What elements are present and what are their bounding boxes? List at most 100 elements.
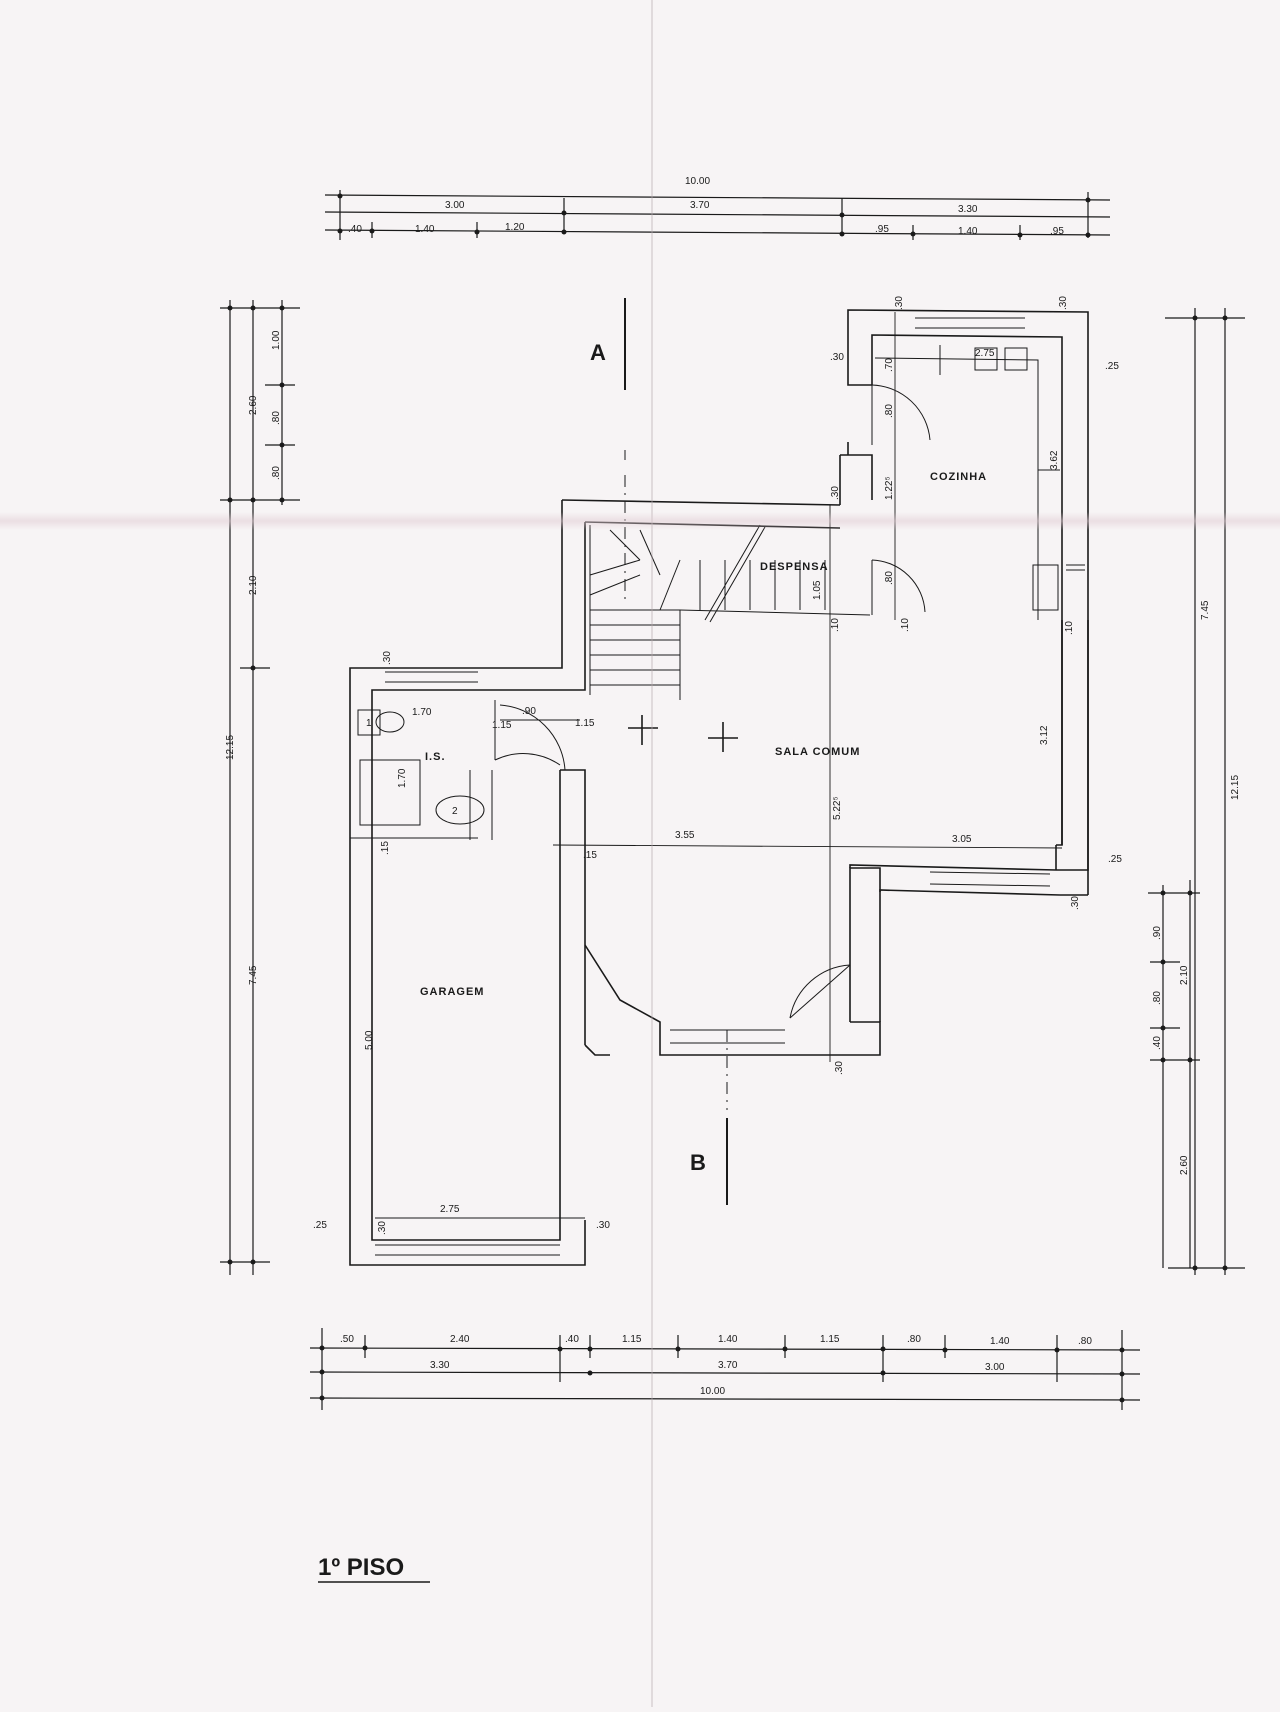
dim-right-1215: 12.15 xyxy=(1230,775,1241,800)
dim-bot-370: 3.70 xyxy=(718,1360,738,1371)
dim-bot-9: .80 xyxy=(1078,1336,1092,1347)
dim-s-115b: 1.15 xyxy=(575,718,595,729)
dim-top-d2: 1.40 xyxy=(415,224,435,235)
dim-left-1215: 12.15 xyxy=(225,735,236,760)
dim-g-30a: .30 xyxy=(377,1221,388,1235)
dim-k-25: .25 xyxy=(1105,361,1119,372)
room-cozinha: COZINHA xyxy=(930,471,987,483)
wc-fixtures xyxy=(350,709,493,840)
dim-k-30c: .30 xyxy=(830,352,844,363)
paper-fold-vertical xyxy=(651,0,653,1707)
dim-right-745: 7.45 xyxy=(1200,600,1211,620)
dim-g-500: 5.00 xyxy=(364,1030,375,1050)
dim-k-30d: .30 xyxy=(830,486,841,500)
dim-k-30a: .30 xyxy=(894,296,905,310)
fixture-toilet-number: 1 xyxy=(366,718,372,729)
dim-bot-total: 10.00 xyxy=(700,1386,725,1397)
room-ls: I.S. xyxy=(425,751,446,763)
dim-top-d1: .40 xyxy=(348,224,362,235)
dim-k-10a: .10 xyxy=(830,618,841,632)
dim-top-a: 3.00 xyxy=(445,200,465,211)
left-dimension-lines xyxy=(220,300,300,1275)
dim-left-210: 2.10 xyxy=(248,575,259,595)
dim-right-260: 2.60 xyxy=(1179,1155,1190,1175)
dim-left-3: .80 xyxy=(271,466,282,480)
dim-k-80a: .80 xyxy=(884,404,895,418)
dim-bot-1: .50 xyxy=(340,1334,354,1345)
dim-s-170b: 1.70 xyxy=(397,768,408,788)
dim-right-90: .90 xyxy=(1152,926,1163,940)
outer-walls xyxy=(349,309,1089,1266)
paper-fold-horizontal xyxy=(0,512,1280,530)
floor-title: 1º PISO xyxy=(318,1554,404,1581)
room-despensa: DESPENSA xyxy=(760,561,829,573)
dim-s-15a: .15 xyxy=(380,841,391,855)
center-marks xyxy=(628,715,738,752)
dim-right-210: 2.10 xyxy=(1179,965,1190,985)
section-marker-a: A xyxy=(590,340,606,365)
dim-bot-3: .40 xyxy=(565,1334,579,1345)
dim-s-355: 3.55 xyxy=(675,830,695,841)
dim-s-90: .90 xyxy=(522,706,536,717)
dim-s-30b: .30 xyxy=(1070,896,1081,910)
dim-bot-6: 1.15 xyxy=(820,1334,840,1345)
kitchen-counter xyxy=(874,345,1060,620)
dim-right-80: .80 xyxy=(1152,991,1163,1005)
dim-s-25: .25 xyxy=(1108,854,1122,865)
dim-bot-300: 3.00 xyxy=(985,1362,1005,1373)
dim-s-30: .30 xyxy=(382,651,393,665)
dim-k-30b: .30 xyxy=(1058,296,1069,310)
dim-bot-7: .80 xyxy=(907,1334,921,1345)
room-labels: COZINHA DESPENSA SALA COMUM I.S. GARAGEM… xyxy=(366,471,987,998)
dim-k-275: 2.75 xyxy=(975,348,995,359)
doors xyxy=(494,384,931,1019)
windows xyxy=(375,317,1085,1256)
dim-k-105: 1.05 xyxy=(812,580,823,600)
dim-left-745: 7.45 xyxy=(248,965,259,985)
dim-top-e2: 1.40 xyxy=(958,226,978,237)
dim-bot-8: 1.40 xyxy=(990,1336,1010,1347)
dim-e-30: .30 xyxy=(834,1061,845,1075)
dim-k-70: .70 xyxy=(884,358,895,372)
dim-g-275: 2.75 xyxy=(440,1204,460,1215)
section-line xyxy=(624,298,728,1205)
dim-top-e3: .95 xyxy=(1050,226,1064,237)
top-dimension-lines xyxy=(324,190,1111,240)
dim-bot-330: 3.30 xyxy=(430,1360,450,1371)
dim-bot-2: 2.40 xyxy=(450,1334,470,1345)
dim-bot-4: 1.15 xyxy=(622,1334,642,1345)
dim-g-30b: .30 xyxy=(596,1220,610,1231)
room-garagem: GARAGEM xyxy=(420,986,484,998)
dim-left-260: 2.60 xyxy=(248,395,259,415)
dim-k-10b: .10 xyxy=(900,618,911,632)
dim-top-b: 3.70 xyxy=(690,200,710,211)
dim-top-total: 10.00 xyxy=(685,176,710,187)
bottom-dimension-lines xyxy=(309,1328,1141,1410)
dim-k-362: 3.62 xyxy=(1049,450,1060,470)
dim-s-115a: 1.15 xyxy=(492,720,512,731)
dim-bot-5: 1.40 xyxy=(718,1334,738,1345)
stairs xyxy=(589,524,871,700)
dim-k-80b: .80 xyxy=(884,571,895,585)
room-sala-comum: SALA COMUM xyxy=(775,746,860,758)
dim-s-522: 5.22⁵ xyxy=(832,796,843,820)
dim-right-40: .40 xyxy=(1152,1036,1163,1050)
dim-left-1: 1.00 xyxy=(271,330,282,350)
dim-s-170a: 1.70 xyxy=(412,707,432,718)
dim-left-2: .80 xyxy=(271,411,282,425)
dim-g-25: .25 xyxy=(313,1220,327,1231)
fixture-basin-number: 2 xyxy=(452,806,458,817)
dim-s-305: 3.05 xyxy=(952,834,972,845)
dim-k-10c: .10 xyxy=(1064,621,1075,635)
dim-s-15b: .15 xyxy=(583,850,597,861)
dim-top-e1: .95 xyxy=(875,224,889,235)
dim-top-d3: 1.20 xyxy=(505,222,525,233)
dim-s-312: 3.12 xyxy=(1039,725,1050,745)
dim-top-c: 3.30 xyxy=(958,204,978,215)
dim-k-122: 1.22⁵ xyxy=(884,476,895,500)
section-marker-b: B xyxy=(690,1150,706,1175)
dimension-labels: 10.00 3.00 3.70 3.30 .40 1.40 1.20 .95 1… xyxy=(225,176,1241,1397)
interior-dimension-lines xyxy=(371,312,1063,1240)
